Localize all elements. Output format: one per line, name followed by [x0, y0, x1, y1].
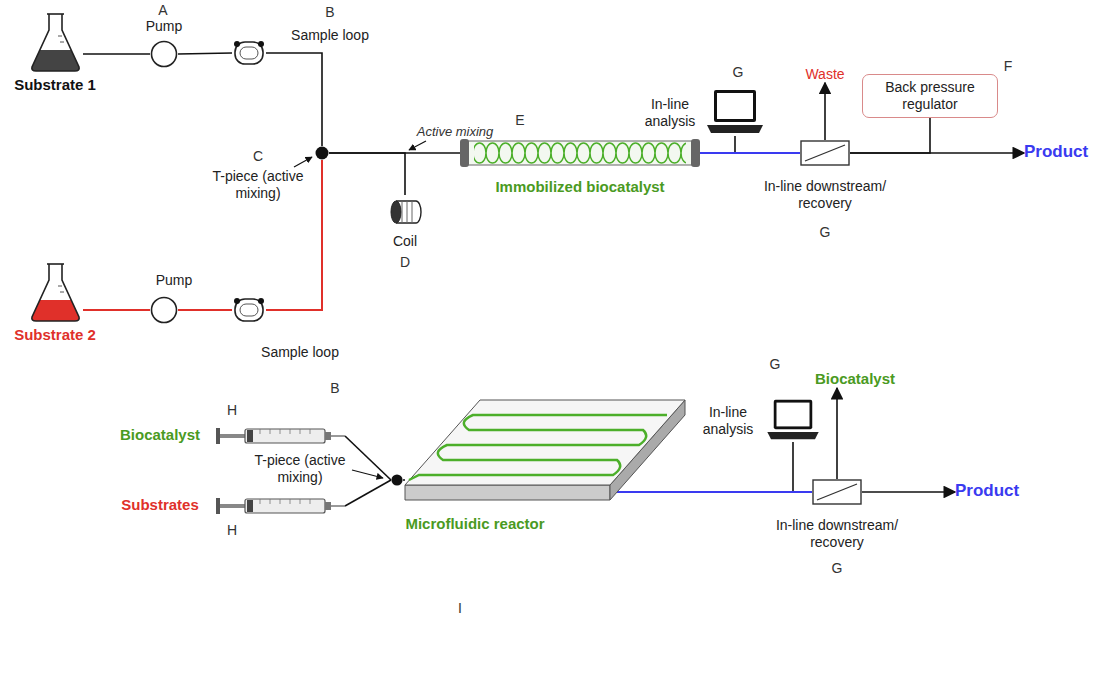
callout-arrow — [352, 470, 383, 478]
node-label: Substrates — [121, 496, 199, 514]
node-label: In-line analysis — [697, 404, 759, 438]
flow-line — [862, 491, 955, 493]
microfluidic-chip: Microfluidic reactor — [405, 400, 685, 500]
callout-letter: G — [733, 64, 744, 81]
node-label: Pump — [146, 18, 183, 35]
pump: Pump — [150, 296, 178, 324]
flow-line — [266, 53, 322, 146]
node-label: Product — [1024, 142, 1088, 162]
flow-line — [850, 152, 1024, 154]
t-piece: T-piece (active mixing) — [315, 146, 329, 160]
product-outlet: Product — [1024, 142, 1088, 162]
callout-letter: C — [253, 148, 263, 165]
callout-letter: F — [1004, 58, 1013, 75]
biocatalyst-outlet: Biocatalyst — [815, 370, 895, 388]
node-label: In-line downstream/ recovery — [767, 517, 907, 551]
callout-letter: G — [770, 356, 781, 373]
node-label: Substrate 1 — [14, 76, 96, 94]
substrate-flask: Substrate 1 — [28, 12, 83, 72]
callout-letter: H — [227, 522, 237, 539]
t-piece: T-piece (active mixing) — [391, 474, 403, 486]
node-label: Substrate 2 — [14, 326, 96, 344]
sample-loop: Sample loop — [232, 39, 266, 67]
flow-line — [824, 83, 826, 140]
flow-line — [700, 152, 800, 154]
callout-letter: B — [330, 380, 339, 397]
callout-letter: I — [458, 600, 462, 617]
callout-letter: D — [400, 254, 410, 271]
flow-line — [83, 53, 150, 55]
syringe-pump: Biocatalyst — [215, 425, 345, 447]
node-label: Immobilized biocatalyst — [495, 178, 664, 196]
node-label: Pump — [156, 272, 193, 289]
node-label: In-line analysis — [639, 96, 701, 130]
node-label: Biocatalyst — [815, 370, 895, 388]
flow-line — [735, 136, 800, 153]
callout-letter: B — [325, 4, 334, 21]
pump: Pump — [150, 40, 178, 68]
node-label: Coil — [393, 233, 417, 250]
product-outlet: Product — [955, 481, 1019, 501]
node-label: Product — [955, 481, 1019, 501]
substrate-flask: Substrate 2 — [28, 262, 83, 322]
flow-line — [850, 118, 930, 153]
callout-letter: G — [832, 560, 843, 577]
packed-bed-reactor: Immobilized biocatalyst — [460, 138, 700, 168]
downstream-unit: In-line downstream/ recovery — [812, 479, 862, 505]
node-label: Sample loop — [291, 27, 369, 44]
callout-letter: A — [158, 2, 167, 19]
node-label: Microfluidic reactor — [405, 515, 544, 533]
sample-loop: Sample loop — [232, 296, 266, 324]
node-label: Back pressure regulator — [871, 79, 989, 113]
analysis-computer: In-line analysis — [765, 398, 821, 442]
callout-arrow — [409, 141, 426, 150]
flow-line — [329, 153, 405, 195]
callout-letter: H — [227, 402, 237, 419]
callout-letter: E — [515, 112, 524, 129]
flow-line — [617, 491, 812, 493]
node-label: Biocatalyst — [120, 426, 200, 444]
flow-line — [178, 309, 232, 311]
flow-line — [178, 53, 232, 54]
flow-line — [345, 480, 391, 506]
flow-line — [793, 442, 812, 492]
node-label: In-line downstream/ recovery — [755, 178, 895, 212]
node-label: T-piece (active mixing) — [250, 452, 350, 486]
node-label: Waste — [805, 66, 844, 83]
waste-outlet: Waste — [805, 66, 844, 83]
flow-line — [836, 388, 838, 479]
mixing-coil: Coil — [388, 195, 422, 229]
annotation: Active mixing — [417, 124, 494, 140]
node-label: T-piece (active mixing) — [206, 168, 310, 202]
node-label: Sample loop — [261, 344, 339, 361]
analysis-computer: In-line analysis — [705, 88, 765, 136]
callout-letter: G — [820, 224, 831, 241]
flow-line — [345, 436, 391, 480]
downstream-unit: In-line downstream/ recovery — [800, 140, 850, 166]
flow-line — [83, 309, 150, 311]
syringe-pump: Substrates — [215, 495, 345, 517]
callout-arrow — [294, 157, 312, 167]
pressure-regulator: Back pressure regulator — [862, 74, 998, 118]
flow-line — [403, 479, 405, 481]
